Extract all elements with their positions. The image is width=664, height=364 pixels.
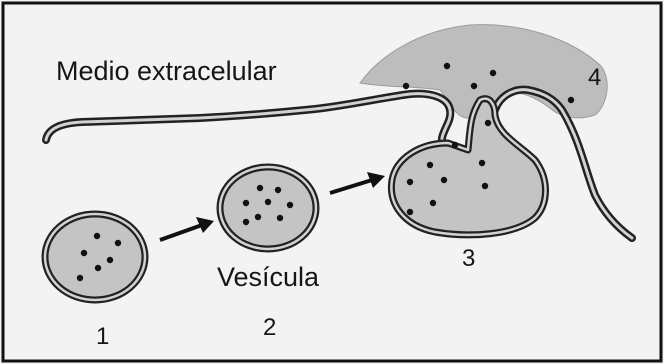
step-3-label: 3 [462,247,475,271]
vesicle-1 [45,214,145,300]
step-4-label: 4 [588,66,601,90]
extracellular-medium-label: Medio extracelular [56,58,277,85]
vesicle-label: Vesícula [217,264,319,291]
arrow-1-to-2 [160,217,214,240]
step-2-label: 2 [263,316,276,340]
arrow-2-to-3 [330,172,385,193]
vesicle-2 [220,167,316,249]
vesicle-3-fusing [391,99,545,235]
plasma-membrane-left [46,94,468,153]
step-1-label: 1 [96,325,109,349]
